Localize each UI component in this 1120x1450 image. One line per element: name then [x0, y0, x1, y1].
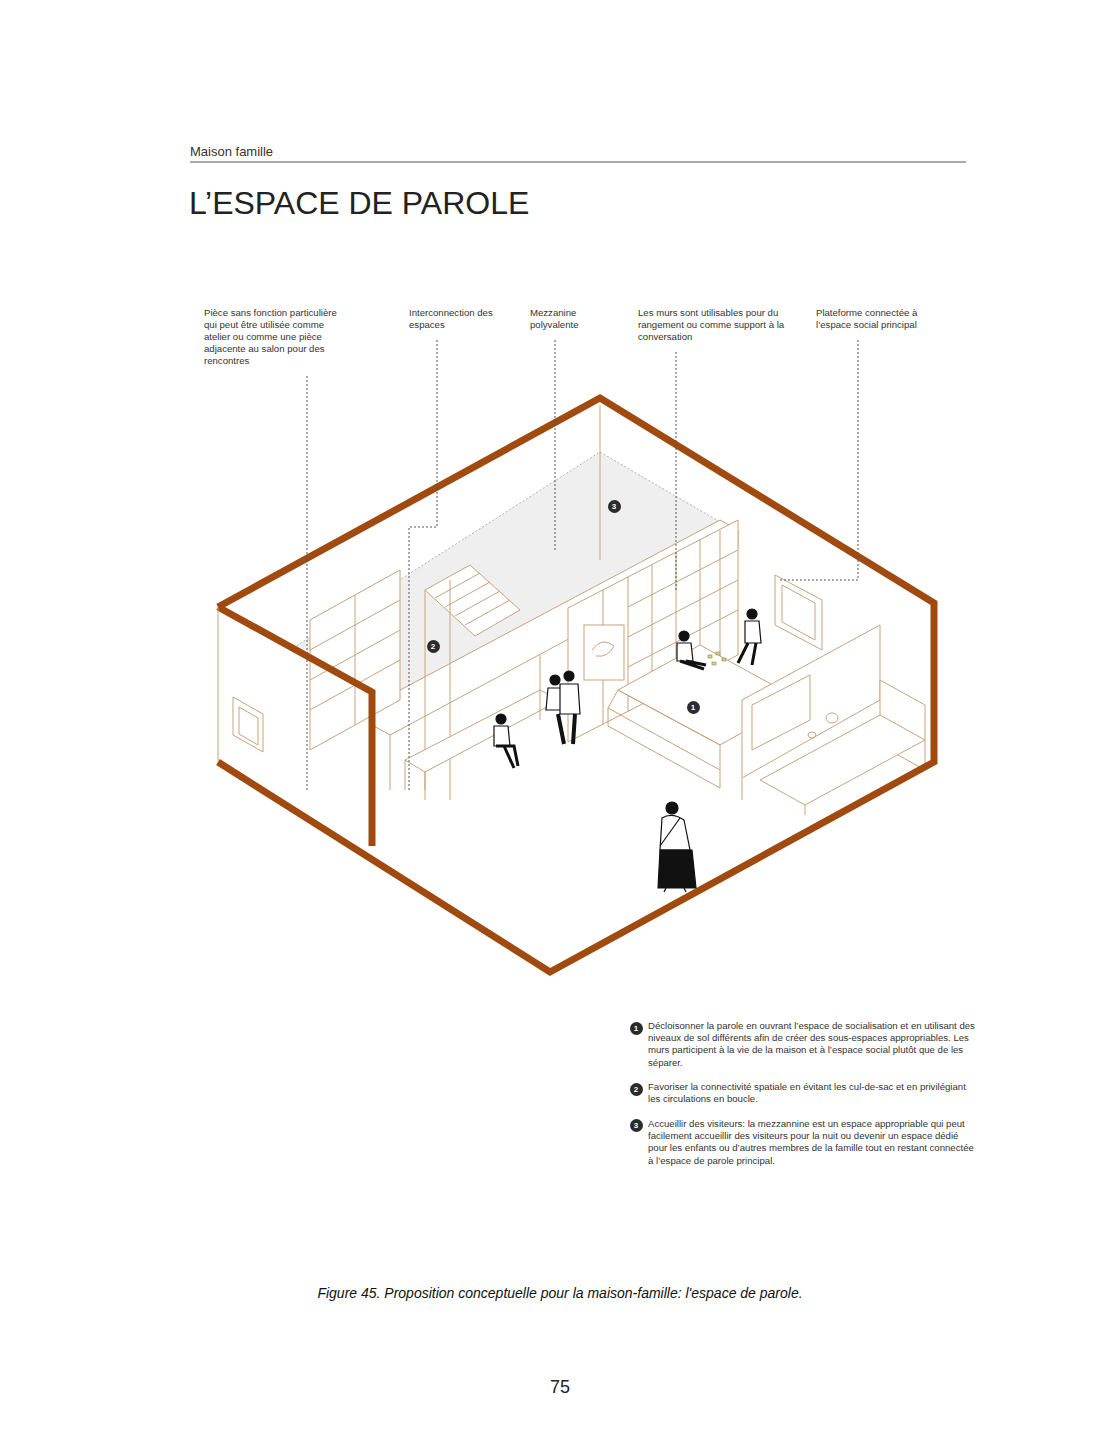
- room-interior-part: [628, 580, 738, 637]
- note-text: Décloisonner la parole en ouvrant l’espa…: [648, 1020, 978, 1069]
- callout-number: 1: [630, 1022, 643, 1035]
- room-interior-part: [425, 565, 520, 636]
- room-interior-part: [390, 735, 391, 790]
- room-interior-part: [405, 760, 406, 790]
- annotation: Plateforme connectée à l’espace social p…: [816, 307, 941, 331]
- room-interior-part: [405, 690, 560, 772]
- room-interior-part: [450, 580, 451, 800]
- page-title: L’ESPACE DE PAROLE: [189, 184, 529, 222]
- annotation: Mezzanine polyvalente: [530, 307, 600, 331]
- room-interior-part: [752, 675, 810, 750]
- room-interior-part: [540, 690, 541, 720]
- annotation: Les murs sont utilisables pour du rangem…: [638, 307, 788, 343]
- people-part: [747, 609, 757, 619]
- room-interior-part: [628, 550, 738, 607]
- room-interior-part: [425, 772, 426, 800]
- people: [494, 609, 761, 892]
- room-interior-part: [808, 732, 816, 738]
- people-part: [550, 675, 560, 685]
- people-part: [660, 818, 680, 846]
- room-interior-part: [310, 570, 400, 750]
- callout-number: 2: [630, 1083, 643, 1096]
- room-outline: [218, 398, 934, 972]
- room-interior-part: [742, 778, 743, 800]
- people-part: [564, 671, 574, 681]
- note-text: Accueillir des visiteurs: la mezzannine …: [648, 1118, 978, 1167]
- people-part: [496, 746, 518, 768]
- figure-caption: Figure 45. Proposition conceptuelle pour…: [160, 1284, 960, 1302]
- room-outline-part: [218, 398, 934, 972]
- note-text: Favoriser la connectivité spatiale en év…: [648, 1081, 978, 1105]
- people-part: [684, 888, 686, 892]
- leader-lines-part: [555, 340, 556, 552]
- leader-lines: [307, 340, 858, 790]
- room-interior-part: [435, 573, 480, 598]
- people-part: [496, 714, 506, 724]
- room-interior-part: [760, 715, 925, 805]
- room-interior-part: [782, 585, 815, 640]
- left-wall-part: [218, 607, 219, 762]
- people-part: [558, 714, 575, 744]
- people-part: [660, 815, 690, 850]
- people-part: [658, 850, 696, 888]
- page-number: 75: [520, 1376, 600, 1398]
- leader-lines-part: [780, 340, 858, 580]
- room-interior-part: [584, 625, 624, 680]
- people-part: [738, 643, 756, 665]
- annotation: Interconnection des espaces: [409, 307, 494, 331]
- leader-lines-part: [676, 352, 677, 590]
- annotation: Pièce sans fonction particulière qui peu…: [204, 307, 344, 367]
- room-interior-part: [600, 405, 601, 560]
- people-part: [666, 802, 678, 814]
- room-interior-part: [805, 805, 806, 815]
- left-wall-part: [233, 697, 263, 752]
- running-header: Maison famille: [190, 144, 490, 160]
- room-interior-part: [608, 726, 720, 788]
- room-interior-part: [720, 530, 721, 665]
- room-interior-part: [826, 713, 838, 723]
- room-interior-part: [775, 575, 822, 650]
- header-rule: [190, 162, 966, 163]
- room-interior: [290, 405, 925, 815]
- people-part-part: [712, 662, 716, 665]
- left-wall: [218, 607, 263, 762]
- callout-number: 1: [687, 701, 700, 714]
- people-part: [677, 643, 693, 661]
- room-interior-part: [720, 770, 721, 788]
- callout-number: 2: [427, 640, 440, 653]
- left-wall-part: [239, 707, 258, 745]
- room-interior-part: [608, 690, 720, 770]
- room-interior-part: [355, 595, 356, 725]
- people-part: [680, 661, 706, 669]
- people-part: [664, 888, 666, 892]
- people-part-part: [716, 652, 720, 655]
- callout-number: 3: [630, 1119, 643, 1132]
- leader-lines-part: [307, 376, 308, 790]
- room-outline-part: [218, 607, 372, 846]
- leader-lines-part: [409, 340, 437, 790]
- people-part: [745, 621, 761, 643]
- room-interior-part: [455, 591, 500, 616]
- people-part: [494, 726, 510, 746]
- room-interior-part: [445, 582, 490, 607]
- room-interior-part: [608, 708, 609, 726]
- room-interior-part: [465, 600, 510, 625]
- people-part-part: [722, 658, 726, 661]
- people-part: [679, 631, 689, 641]
- room-interior-part: [592, 642, 614, 656]
- callout-number: 3: [608, 500, 621, 513]
- people-part-part: [708, 655, 712, 658]
- people-part: [560, 684, 580, 714]
- people-part: [708, 652, 726, 665]
